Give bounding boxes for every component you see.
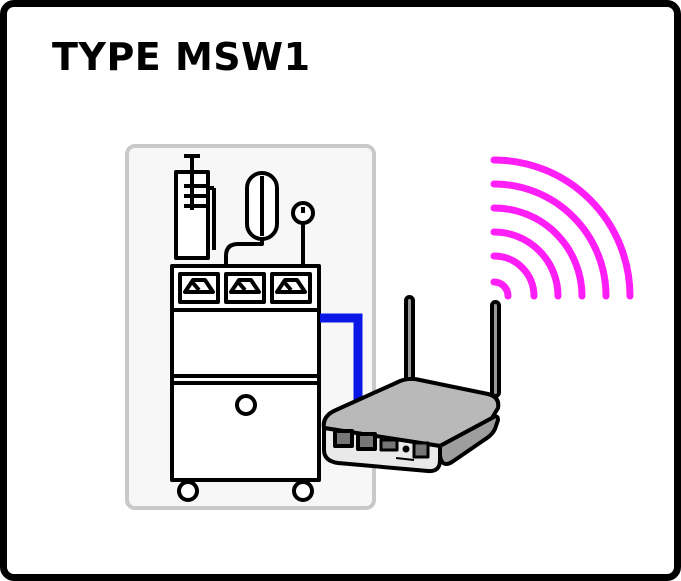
antenna-left: [404, 295, 415, 389]
cabinet-knob: [235, 394, 257, 416]
display-window-3: [270, 272, 312, 304]
wheel-left: [177, 480, 199, 502]
status-led: [402, 445, 410, 453]
syringe-icon: [174, 154, 216, 260]
power-port: [412, 441, 430, 459]
ethernet-port-1: [333, 429, 354, 448]
display-window-1: [178, 272, 220, 304]
router-side: [438, 414, 500, 466]
antenna-right: [490, 300, 501, 398]
flask-icon: [224, 171, 279, 266]
wifi-router-icon: [321, 295, 501, 474]
ethernet-port-2: [356, 432, 377, 451]
cabinet-lower: [170, 374, 321, 482]
cabinet-upper: [170, 308, 321, 378]
diagram-title: TYPE MSW1: [52, 35, 311, 79]
usb-port: [379, 438, 399, 452]
wireless-signal-icon: [490, 156, 634, 300]
network-cable: [320, 313, 363, 400]
gauge-icon: [291, 201, 315, 266]
mobile-analyzer-cart-icon: [170, 154, 321, 502]
display-window-2: [224, 272, 266, 304]
router-top: [321, 376, 501, 448]
wheel-right: [292, 480, 314, 502]
